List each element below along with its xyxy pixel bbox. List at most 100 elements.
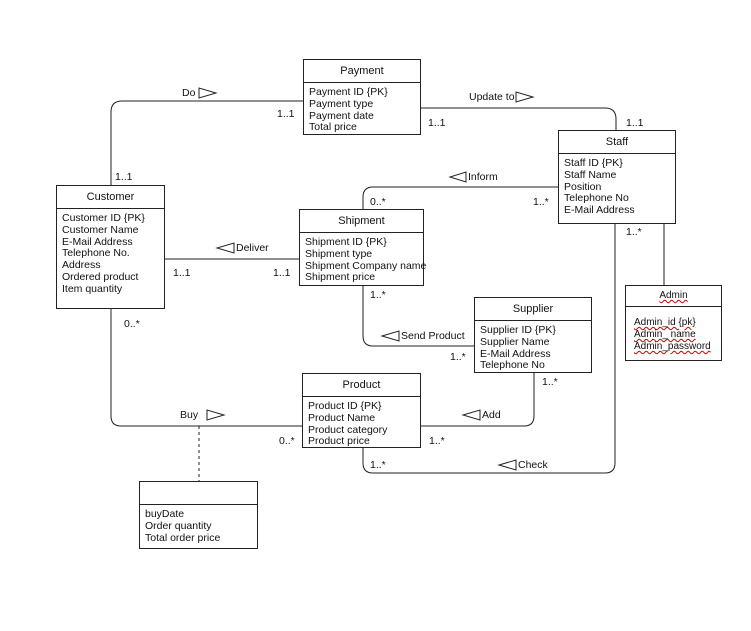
multiplicity-label: 1..* xyxy=(429,435,445,447)
staff-attr: Staff ID {PK} xyxy=(564,157,623,169)
supplier-attr: Telephone No xyxy=(480,359,545,372)
buy-association-attr: Total order price xyxy=(145,531,221,544)
admin-attr-text: Admin_password xyxy=(634,341,711,352)
product-entity[interactable]: Product Product ID {PK} Product Name Pro… xyxy=(302,373,421,448)
supplier-attributes: Supplier ID {PK} Supplier Name E-Mail Ad… xyxy=(475,321,591,376)
multiplicity-label: 0..* xyxy=(370,196,386,208)
add-line xyxy=(421,373,535,427)
shipment-attr: Shipment type xyxy=(305,247,373,260)
admin-attributes: Admin_id {pk} Admin_ name Admin_password xyxy=(626,307,721,363)
product-attr: Product ID {PK} xyxy=(308,400,382,412)
shipment-attr: Shipment Company name xyxy=(305,259,427,272)
payment-title: Payment xyxy=(304,60,420,83)
payment-attr: Total price xyxy=(309,121,357,134)
add-arrow-icon xyxy=(461,409,481,421)
staff-entity[interactable]: Staff Staff ID {PK} Staff Name Position … xyxy=(558,130,676,224)
admin-attr: Admin_ name xyxy=(634,329,713,341)
staff-attr: Staff Name xyxy=(564,168,617,181)
multiplicity-label: 1..1 xyxy=(277,108,295,120)
inform-line xyxy=(362,186,558,209)
payment-attr: Payment ID {PK} xyxy=(309,86,388,98)
customer-title: Customer xyxy=(57,186,164,209)
multiplicity-label: 1..1 xyxy=(428,117,446,129)
do-label: Do xyxy=(182,87,196,99)
supplier-title: Supplier xyxy=(475,298,591,321)
buy-association-attr: buyDate xyxy=(145,508,185,520)
admin-title: Admin xyxy=(626,286,721,307)
customer-attr: E-Mail Address xyxy=(62,235,133,248)
check-arrow-icon xyxy=(497,459,517,471)
staff-attr: E-Mail Address xyxy=(564,204,635,217)
multiplicity-label: 1..1 xyxy=(626,117,644,129)
shipment-attr: Shipment price xyxy=(305,271,376,284)
multiplicity-label: 1..* xyxy=(626,226,642,238)
buy-association-attr: Order quantity xyxy=(145,519,212,532)
customer-attributes: Customer ID {PK} Customer Name E-Mail Ad… xyxy=(57,209,164,300)
multiplicity-label: 1..* xyxy=(370,459,386,471)
admin-attr-text: Admin_ name xyxy=(634,329,696,340)
admin-entity[interactable]: Admin Admin_id {pk} Admin_ name Admin_pa… xyxy=(625,285,722,361)
customer-attr: Customer ID {PK} xyxy=(62,212,145,224)
staff-attributes: Staff ID {PK} Staff Name Position Teleph… xyxy=(559,154,675,221)
inform-arrow-icon xyxy=(448,171,467,183)
payment-attributes: Payment ID {PK} Payment type Payment dat… xyxy=(304,83,420,138)
staff-attr: Position xyxy=(564,180,602,193)
multiplicity-label: 1..* xyxy=(533,196,549,208)
payment-entity[interactable]: Payment Payment ID {PK} Payment type Pay… xyxy=(303,59,421,135)
add-label: Add xyxy=(482,409,501,421)
buy-label: Buy xyxy=(180,409,199,421)
update-to-label: Update to xyxy=(469,91,515,103)
product-attributes: Product ID {PK} Product Name Product cat… xyxy=(303,397,420,452)
send-product-arrow-icon xyxy=(380,330,400,342)
staff-title: Staff xyxy=(559,131,675,154)
shipment-attr: Shipment ID {PK} xyxy=(305,236,387,248)
product-attr: Product price xyxy=(308,435,370,448)
buy-association-class[interactable]: buyDate Order quantity Total order price xyxy=(139,481,258,549)
product-attr: Product Name xyxy=(308,411,376,424)
customer-attr: Ordered product xyxy=(62,270,139,283)
multiplicity-label: 1..* xyxy=(370,289,386,301)
check-line xyxy=(362,224,616,474)
customer-attr: Address xyxy=(62,259,101,272)
admin-title-text: Admin xyxy=(659,290,688,301)
product-title: Product xyxy=(303,374,420,397)
admin-attr-text: Admin_id {pk} xyxy=(634,317,696,328)
do-arrow-icon xyxy=(198,87,218,99)
admin-attr: Admin_password xyxy=(634,341,713,353)
update-to-line xyxy=(421,107,617,130)
multiplicity-label: 0..* xyxy=(124,318,140,330)
multiplicity-label: 1..1 xyxy=(273,267,291,279)
buy-line xyxy=(110,309,302,427)
admin-attr: Admin_id {pk} xyxy=(634,317,713,329)
buy-association-attributes: buyDate Order quantity Total order price xyxy=(140,505,257,548)
deliver-label: Deliver xyxy=(236,242,269,254)
customer-attr: Customer Name xyxy=(62,223,139,236)
buy-association-title xyxy=(140,482,257,505)
send-product-line xyxy=(362,286,474,347)
supplier-attr: Supplier Name xyxy=(480,335,550,348)
shipment-entity[interactable]: Shipment Shipment ID {PK} Shipment type … xyxy=(299,209,427,288)
staff-attr: Telephone No xyxy=(564,192,629,205)
buy-arrow-icon xyxy=(206,409,226,421)
check-label: Check xyxy=(518,459,548,471)
update-to-arrow-icon xyxy=(515,91,535,103)
multiplicity-label: 0..* xyxy=(279,435,295,447)
multiplicity-label: 1..* xyxy=(450,351,466,363)
shipment-attributes: Shipment ID {PK} Shipment type Shipment … xyxy=(300,233,427,288)
supplier-attr: E-Mail Address xyxy=(480,347,551,360)
payment-attr: Payment type xyxy=(309,97,374,110)
payment-attr: Payment date xyxy=(309,109,374,122)
customer-entity[interactable]: Customer Customer ID {PK} Customer Name … xyxy=(56,185,165,309)
inform-label: Inform xyxy=(468,171,498,183)
deliver-arrow-icon xyxy=(215,242,235,254)
do-line xyxy=(110,100,303,185)
customer-attr: Telephone No. xyxy=(62,247,130,260)
supplier-entity[interactable]: Supplier Supplier ID {PK} Supplier Name … xyxy=(474,297,592,373)
send-product-label: Send Product xyxy=(401,330,465,342)
shipment-title: Shipment xyxy=(300,210,423,233)
product-attr: Product category xyxy=(308,423,388,436)
multiplicity-label: 1..1 xyxy=(173,267,191,279)
supplier-attr: Supplier ID {PK} xyxy=(480,324,556,336)
